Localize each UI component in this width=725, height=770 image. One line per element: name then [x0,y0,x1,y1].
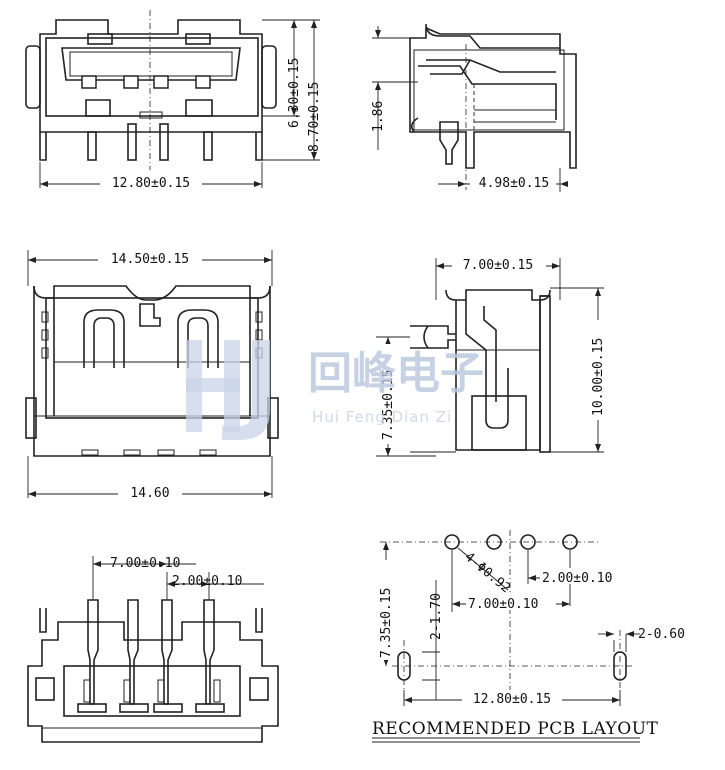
dim-side2-height: 10.00±0.15 [591,338,606,416]
dim-pcb-slot: 2-0.60 [638,627,685,642]
side-view-2: 7.00±0.15 10.00±0.15 7.35±0.15 [376,256,606,457]
dim-side2-width: 7.00±0.15 [463,258,533,273]
dim-front-height-total: 8.70±0.15 [307,82,322,152]
watermark-chinese: 回峰电子 [308,348,484,399]
top-view: 14.50±0.15 14.60 [25,250,279,501]
watermark: 回峰电子 Hui Feng Dian Zi [186,340,484,440]
dim-side-small: 1.86 [371,101,386,132]
dim-overall-width: 14.60 [130,486,169,501]
dim-top-width: 14.50±0.15 [111,252,189,267]
dim-pcb-width: 12.80±0.15 [473,692,551,707]
watermark-english: Hui Feng Dian Zi [312,408,452,426]
dim-back-pitch-outer: 7.00±0.10 [110,556,180,571]
pcb-layout: 7.35±0.15 2-1.70 4-Φ0.92 2.00±0.10 7.00±… [372,530,685,743]
dim-pcb-offset: 2-1.70 [429,593,444,640]
back-view: 7.00±0.10 2.00±0.10 [27,556,279,743]
watermark-logo [186,340,270,440]
pcb-layout-title: RECOMMENDED PCB LAYOUT [372,719,659,739]
dim-pcb-holes: 4-Φ0.92 [461,550,513,597]
dim-front-width: 12.80±0.15 [112,176,190,191]
side-view: 1.86 4.98±0.15 [371,23,577,192]
dim-front-height-inner: 6.30±0.15 [287,58,302,128]
dim-back-pitch: 2.00±0.10 [172,574,242,589]
dim-side-depth: 4.98±0.15 [479,176,549,191]
dim-side2-lead: 7.35±0.15 [381,370,396,440]
dim-pcb-pitch: 2.00±0.10 [542,571,612,586]
dim-pcb-vertical: 7.35±0.15 [379,588,394,658]
dim-pcb-span: 7.00±0.10 [468,597,538,612]
front-view: 12.80±0.15 6.30±0.15 8.70±0.15 [25,10,322,191]
